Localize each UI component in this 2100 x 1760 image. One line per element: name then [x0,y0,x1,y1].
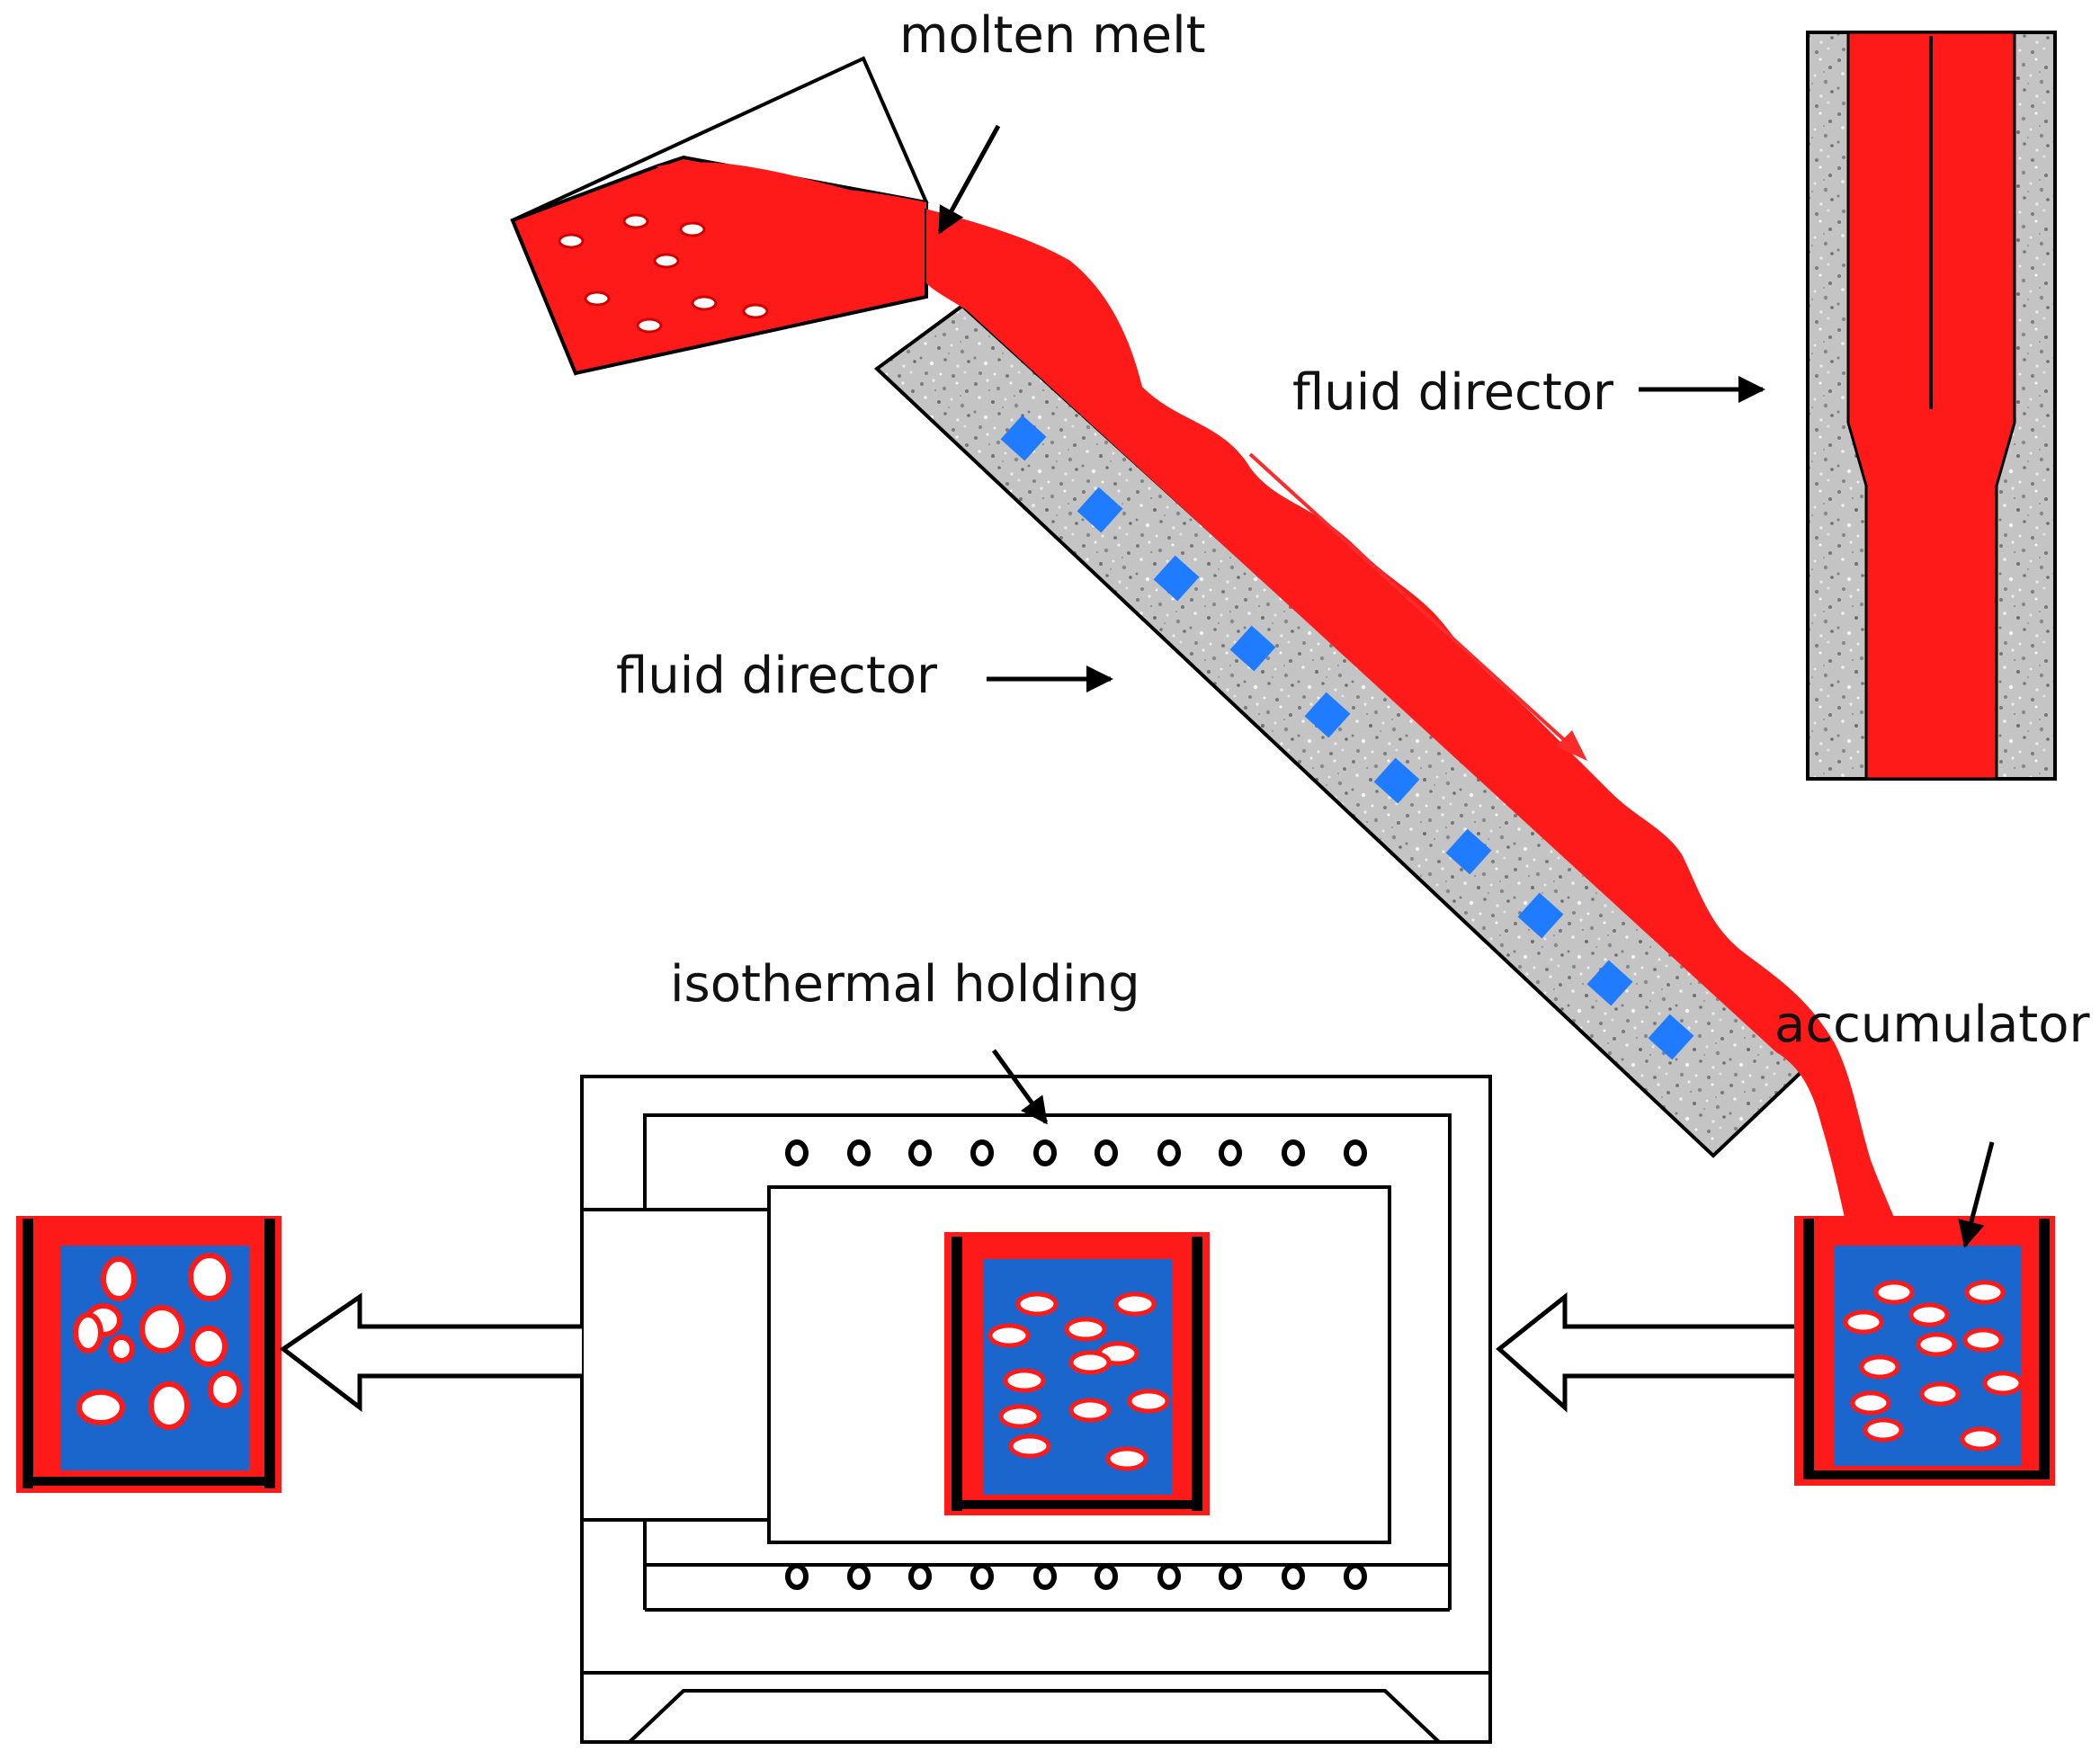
furnace-legs [582,1671,1490,1744]
label-accumulator: accumulator [1774,996,2091,1054]
label-fluid-director-mid: fluid director [616,647,938,705]
furnace-sample-particles [987,1291,1170,1471]
flow-direction-arrow [1248,452,1587,761]
isothermal-holding-pointer [991,1049,1049,1125]
accumulator-pointer [1958,1141,1995,1248]
label-molten-melt: molten melt [899,6,1206,65]
molten-melt-pointer [937,124,1001,235]
inclined-cooling-plate [873,303,1806,1158]
furnace-heaters-top [785,1139,1367,1166]
label-isothermal-holding: isothermal holding [670,955,1140,1014]
arrow-accumulator-to-furnace [1496,1291,1794,1413]
pouring-crucible [510,56,929,376]
final-sample-particles [73,1253,242,1430]
crucible-particles [558,213,769,334]
arrow-furnace-to-final [279,1292,582,1413]
furnace-heaters-bottom [785,1563,1367,1590]
furnace-sample-container [944,1232,1210,1515]
fluid-director-cross-section [1806,31,2057,781]
cooling-channels [1000,415,1694,1060]
isothermal-holding-furnace [580,1075,1492,1744]
accumulator-particles [1843,1280,2024,1452]
furnace-door [580,1208,771,1522]
label-fluid-director-top: fluid director [1292,363,1614,422]
accumulator-container [1794,1216,2055,1486]
final-sample-container [16,1216,281,1493]
